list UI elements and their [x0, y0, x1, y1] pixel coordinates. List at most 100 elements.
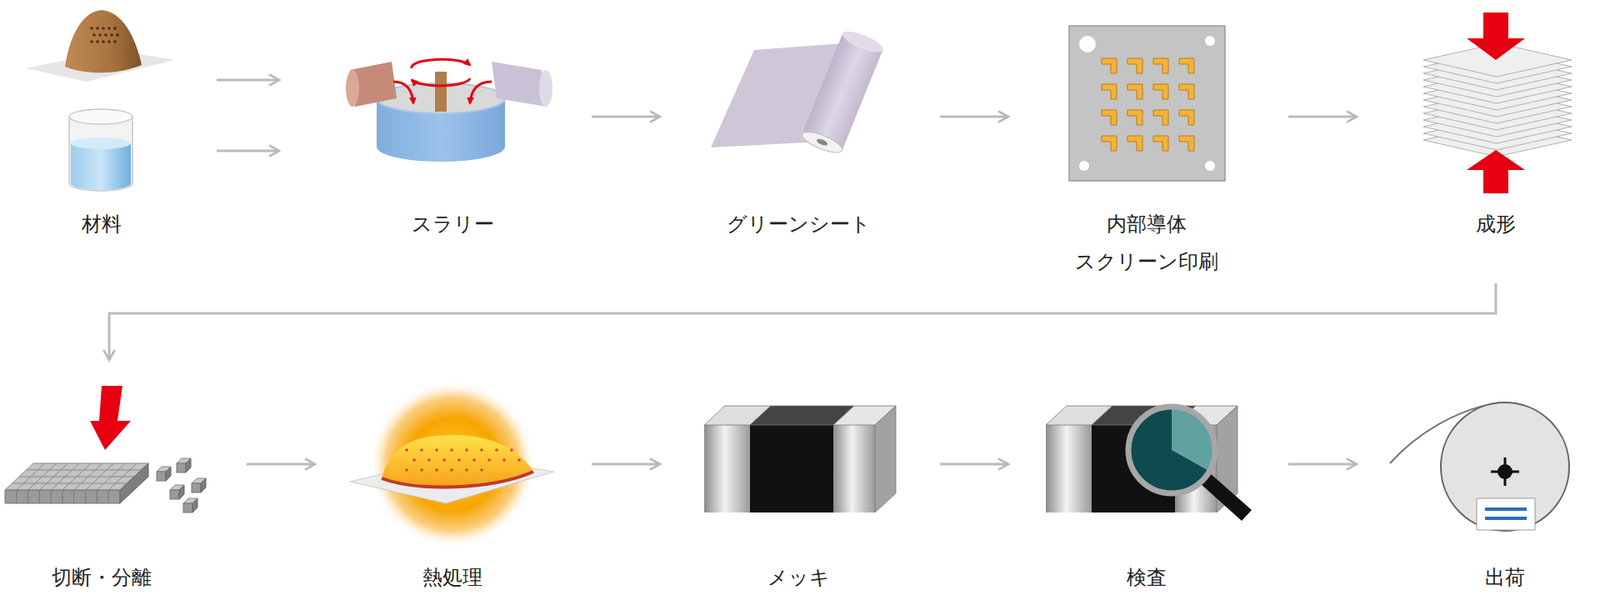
illustration-part: [5, 490, 120, 504]
cut-block: [5, 385, 206, 513]
illustration-part: [69, 109, 133, 125]
illustration-part: [192, 498, 198, 513]
illustration-part: [450, 448, 454, 452]
process-step: 成形: [1356, 8, 1590, 284]
illustration-part: [1101, 110, 1117, 125]
illustration-part: [704, 425, 750, 513]
illustration-part: [1153, 84, 1169, 100]
illustration-part: [502, 458, 506, 462]
illustration-part: [435, 468, 439, 472]
step-label: 材料: [81, 205, 122, 244]
process-step: 熱処理: [315, 360, 592, 597]
step-label: メッキ: [767, 559, 830, 597]
illustration-part: [1179, 58, 1195, 74]
illustration-part: [200, 478, 206, 493]
illustration-part: [1205, 35, 1215, 46]
illustration-part: [104, 33, 108, 37]
illustration-part: [491, 61, 547, 107]
process-step: 検査: [1008, 360, 1289, 597]
illustration-part: [405, 448, 409, 452]
illustration-part: [15, 490, 17, 504]
illustration-part: [510, 448, 514, 452]
illustration-part: [393, 81, 414, 104]
flow-arrow: [216, 150, 280, 153]
process-step: スラリー: [279, 8, 592, 284]
illustration-part: [799, 27, 885, 157]
step-label: 内部導体 スクリーン印刷: [1066, 205, 1227, 281]
illustration-part: [95, 40, 100, 44]
illustration-part: [427, 458, 431, 462]
illustration-part: [1127, 58, 1143, 74]
illustration-part: [1127, 110, 1143, 125]
illustration-part: [1153, 58, 1169, 74]
illustration-part: [480, 448, 484, 452]
shipping-reel: [1390, 402, 1570, 531]
process-step: 出荷: [1356, 360, 1595, 597]
illustration-part: [12, 483, 128, 485]
illustration-part: [179, 485, 185, 500]
illustration-part: [1045, 425, 1092, 513]
illustration-part: [457, 458, 461, 462]
step-label: グリーンシート: [726, 205, 871, 244]
illustration-part: [1153, 110, 1169, 125]
illustration-part: [833, 425, 875, 513]
illustration-part: [113, 26, 117, 30]
illustration-part: [70, 137, 131, 150]
process-step: 内部導体 スクリーン印刷: [1008, 8, 1289, 284]
illustration-part: [39, 490, 40, 504]
illustration-part: [185, 458, 191, 473]
illustration-part: [1101, 84, 1117, 100]
flow-arrow: [246, 463, 315, 466]
illustration-part: [1466, 12, 1525, 60]
illustration-part: [85, 490, 86, 504]
illustration-part: [405, 448, 521, 472]
process-step: 切断・分離: [3, 360, 247, 597]
step-label: スラリー: [411, 205, 495, 244]
illustration-part: [90, 26, 94, 30]
illustration-part: [92, 33, 96, 37]
illustration-part: [1128, 406, 1215, 494]
illustration-part: [369, 380, 536, 548]
process-step: 材料: [16, 8, 217, 284]
illustration-part: [1079, 160, 1090, 171]
illustration-part: [1423, 43, 1572, 157]
illustration-part: [183, 503, 193, 513]
illustration-part: [450, 468, 454, 472]
illustration-part: [96, 490, 98, 504]
illustration-part: [487, 458, 491, 462]
illustration-part: [1179, 84, 1195, 100]
illustration-part: [70, 143, 131, 190]
illustration-part: [1127, 84, 1143, 100]
flow-arrow: [109, 283, 1496, 360]
illustration-part: [412, 458, 416, 462]
chip-component: [704, 405, 896, 513]
flow-arrow: [940, 463, 1009, 466]
illustration-part: [1128, 406, 1215, 494]
powder-pile: [25, 10, 175, 82]
illustration-part: [750, 425, 834, 513]
illustration-part: [465, 468, 469, 472]
illustration-part: [381, 435, 534, 487]
illustration-part: [1079, 35, 1096, 53]
illustration-part: [1179, 135, 1195, 151]
illustration-part: [107, 40, 111, 44]
illustration-part: [465, 448, 469, 452]
illustration-part: [110, 33, 114, 37]
step-label: 検査: [1126, 559, 1167, 597]
illustration-part: [815, 137, 829, 147]
illustration-part: [480, 468, 484, 472]
illustration-part: [345, 70, 360, 107]
illustration-part: [101, 40, 105, 44]
illustration-part: [26, 470, 142, 471]
illustration-part: [156, 471, 166, 481]
illustration-part: [420, 448, 424, 452]
illustration-part: [107, 26, 111, 30]
illustration-part: [50, 490, 52, 504]
illustration-part: [98, 33, 102, 37]
printed-sheet: [1069, 25, 1225, 181]
illustration-part: [1200, 473, 1252, 521]
illustration-part: [191, 483, 201, 493]
illustration-part: [470, 81, 492, 104]
illustration-part: [1101, 135, 1117, 151]
